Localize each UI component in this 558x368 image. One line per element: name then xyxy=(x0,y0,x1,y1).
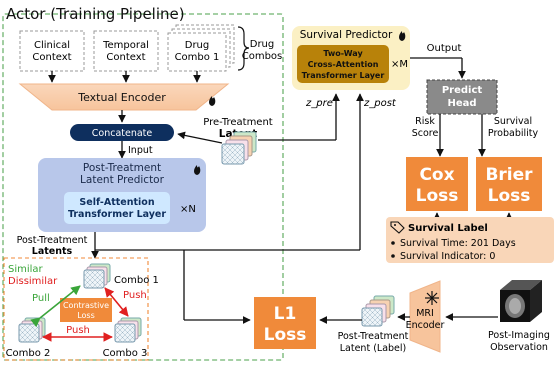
diagram-label: Transformer Layer xyxy=(302,71,385,80)
actor-title: Actor (Training Pipeline) xyxy=(6,5,185,23)
pre-treatment-latent-stack xyxy=(221,131,257,165)
diagram-label: Transformer Layer xyxy=(68,209,166,220)
diagram-label: Post-Treatment xyxy=(83,162,161,174)
diagram-label: Survival Predictor xyxy=(300,29,393,41)
flow-arrow xyxy=(426,292,438,304)
diagram-label: Contrastive xyxy=(63,301,109,310)
diagram-label: Encoder xyxy=(406,320,445,331)
diagram-label: Combo 1 xyxy=(175,52,220,63)
diagram-label: Combos xyxy=(242,51,283,62)
diagram-label: Textual Encoder xyxy=(77,91,166,104)
diagram-label: ×M xyxy=(391,59,408,70)
l1-loss: L1 Loss xyxy=(254,297,316,349)
diagram-label: Score xyxy=(412,128,439,139)
diagram-label: z_pre xyxy=(305,98,333,109)
combo3-latent xyxy=(114,317,142,343)
mri-volume-icon xyxy=(500,280,542,322)
diagram-label: Similar xyxy=(8,264,44,275)
drug-combos-brace xyxy=(237,26,250,71)
mri-encoder: MRI Encoder xyxy=(406,280,445,353)
drug-combo-stack: Drug Combo 1 xyxy=(167,24,235,72)
diagram-label: z_post xyxy=(363,98,397,109)
diagram-label: Post-Imaging xyxy=(488,330,550,341)
diagram-label: Brier xyxy=(485,165,533,185)
diagram-label: Dissimilar xyxy=(8,276,58,287)
predict-head: Predict Head xyxy=(426,79,498,115)
diagram-label: Combo 1 xyxy=(114,275,159,286)
diagram-label: Cox xyxy=(419,165,454,185)
diagram-label: Pre-Treatment xyxy=(203,117,273,128)
diagram-label: Push xyxy=(66,325,90,336)
diagram-label: Survival Label xyxy=(408,223,488,234)
diagram-label: Two-Way xyxy=(323,49,363,58)
diagram-label: Survival Indicator: 0 xyxy=(400,251,495,262)
diagram-label: Head xyxy=(447,98,476,109)
diagram-label: Post-Treatment xyxy=(338,331,409,342)
contrastive-frame xyxy=(3,257,149,361)
diagram-label: Survival xyxy=(494,116,532,127)
diagram-label: Observation xyxy=(490,342,548,353)
diagram-label: Loss xyxy=(264,325,307,345)
post-treatment-latent-predictor: Post-Treatment Latent Predictor Self-Att… xyxy=(38,158,206,232)
flow-arrow xyxy=(30,285,81,328)
concatenate-pill: Concatenate xyxy=(70,124,174,141)
flame-icon xyxy=(209,96,216,106)
textual-encoder: Textual Encoder xyxy=(18,83,230,111)
diagram-label: Context xyxy=(32,52,71,63)
diagram-label: L1 xyxy=(274,304,297,324)
diagram-label: Pull xyxy=(32,293,50,304)
actor-frame xyxy=(2,13,284,361)
combo1-latent xyxy=(83,263,111,289)
diagram-label: Push xyxy=(123,290,147,301)
cox-loss: Cox Loss xyxy=(406,157,468,211)
flow-arrow xyxy=(104,287,129,317)
survival-label-box: Survival Label Survival Time: 201 Days S… xyxy=(386,217,554,263)
diagram-label: Concatenate xyxy=(92,128,153,139)
diagram-label: Combo 3 xyxy=(103,348,148,359)
diagram-label: Cross-Attention xyxy=(308,60,379,69)
flame-icon xyxy=(194,165,201,175)
snowflake-icon xyxy=(425,291,439,305)
diagram-label: Probability xyxy=(488,128,539,139)
diagram-label: Context xyxy=(106,52,145,63)
brier-loss: Brier Loss xyxy=(476,157,542,211)
diagram-label: Drug xyxy=(185,40,210,51)
diagram-label: Risk xyxy=(415,116,435,127)
diagram-label: Loss xyxy=(416,186,459,206)
diagram-label: Survival Time: 201 Days xyxy=(400,238,516,249)
diagram-label: Combo 2 xyxy=(6,348,51,359)
tag-icon xyxy=(390,221,405,234)
clinical-context-box: Clinical Context xyxy=(19,30,85,72)
diagram-label: Post-Treatment xyxy=(17,235,88,246)
diagram-label: Clinical xyxy=(34,40,70,51)
flow-arrow xyxy=(177,131,223,144)
diagram-label: Latents xyxy=(32,246,73,257)
diagram-label: Latent (Label) xyxy=(340,343,407,354)
diagram-label: Input xyxy=(128,145,153,156)
survival-predictor: Survival Predictor Two-Way Cross-Attenti… xyxy=(292,26,410,90)
diagram-label: Loss xyxy=(488,186,531,206)
temporal-context-box: Temporal Context xyxy=(93,30,159,72)
diagram-label: Self-Attention xyxy=(79,197,154,208)
flame-icon xyxy=(399,31,406,41)
diagram-label: Predict xyxy=(442,85,483,96)
diagram-label: Output xyxy=(427,43,462,54)
diagram-label: Loss xyxy=(77,311,95,320)
post-latent-label-stack xyxy=(361,295,395,327)
diagram-label: Drug xyxy=(250,39,275,50)
diagram-label: ×N xyxy=(180,204,196,215)
diagram-label: Latent Predictor xyxy=(80,174,165,186)
combo2-latent xyxy=(18,317,46,343)
diagram-label: MRI xyxy=(416,308,434,319)
diagram-label: Temporal xyxy=(102,40,149,51)
